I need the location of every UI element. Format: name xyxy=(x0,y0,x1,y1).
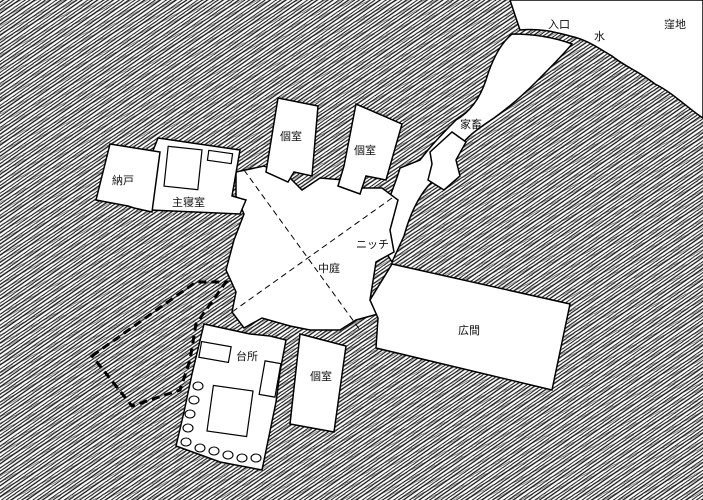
planned-extension-outline xyxy=(89,280,229,408)
storage-room xyxy=(95,143,161,213)
kitchen-stove xyxy=(198,340,232,364)
label-water: 水 xyxy=(594,30,605,43)
private-room-2 xyxy=(337,102,403,195)
hall-room xyxy=(369,263,571,391)
label-private-room-2: 個室 xyxy=(354,143,376,157)
livestock-room xyxy=(427,131,467,191)
label-entrance: 入口 xyxy=(548,18,570,31)
label-kitchen: 台所 xyxy=(236,349,258,363)
label-niche: ニッチ xyxy=(356,238,389,251)
kitchen-counter xyxy=(258,360,282,398)
open-ground xyxy=(509,0,703,119)
kitchen-room xyxy=(175,323,287,471)
label-surface: 窪地 xyxy=(664,17,686,31)
label-hall: 広間 xyxy=(458,324,480,337)
label-master-bedroom: 主寝室 xyxy=(172,195,205,209)
courtyard-diagonal-1 xyxy=(243,169,361,331)
kitchen-table xyxy=(206,384,254,438)
label-storage: 納戸 xyxy=(112,174,134,187)
private-room-3 xyxy=(289,333,347,433)
label-private-room-1: 個室 xyxy=(280,129,302,143)
bed-furniture xyxy=(163,145,203,191)
courtyard-diagonal-2 xyxy=(231,197,393,313)
label-private-room-3: 個室 xyxy=(310,369,332,383)
label-livestock: 家畜 xyxy=(460,117,482,131)
label-courtyard: 中庭 xyxy=(318,261,340,275)
kitchen-jars xyxy=(180,381,262,463)
private-room-1 xyxy=(265,97,319,183)
shelf-furniture xyxy=(206,149,234,165)
entrance-passage xyxy=(377,33,574,264)
